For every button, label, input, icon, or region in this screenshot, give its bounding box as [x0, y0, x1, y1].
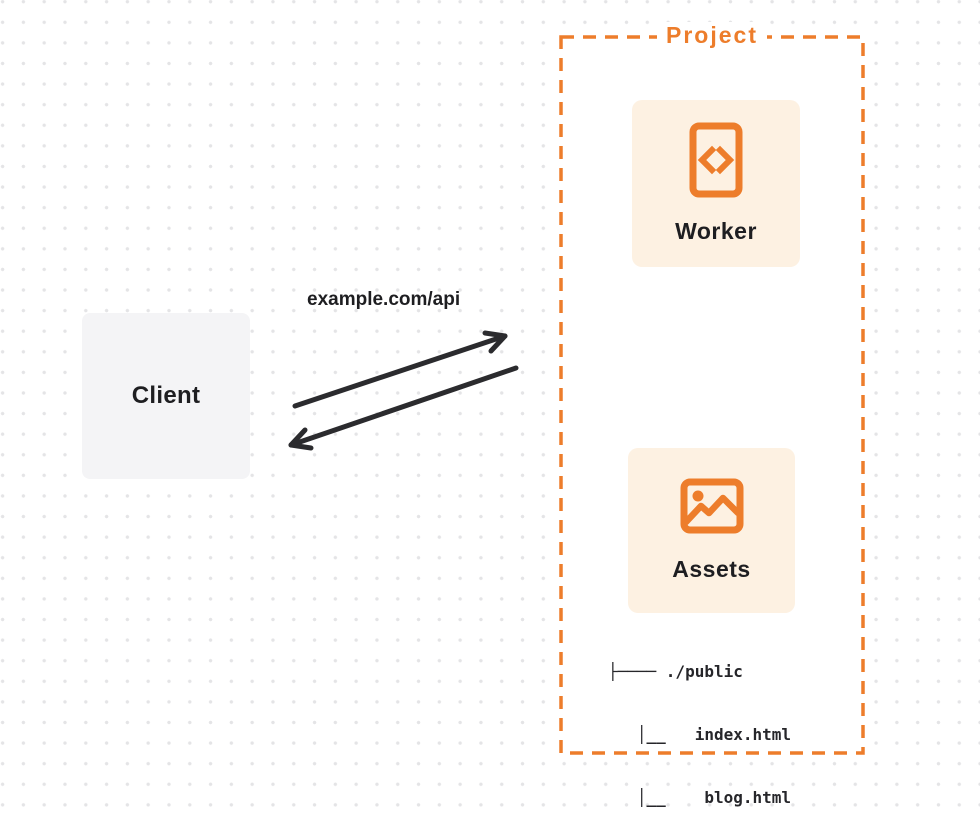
- image-icon: [680, 478, 743, 534]
- project-label-wrap: Project: [559, 20, 865, 54]
- assets-label: Assets: [672, 556, 751, 582]
- file-tree: ├──── ./public │__ index.html │__ blog.h…: [608, 619, 791, 818]
- project-label: Project: [657, 22, 767, 48]
- file-tree-line: │__ blog.html: [608, 788, 792, 807]
- code-file-icon: [689, 122, 743, 198]
- request-arrow-icon: [292, 330, 508, 409]
- client-label: Client: [131, 382, 201, 409]
- worker-node: Worker: [632, 100, 800, 267]
- file-tree-line: ├──── ./public: [608, 662, 743, 681]
- client-node: Client: [82, 313, 250, 479]
- request-url-label: example.com/api: [307, 289, 461, 310]
- worker-label: Worker: [675, 218, 757, 244]
- response-arrow-icon: [288, 365, 519, 451]
- assets-node: Assets: [628, 448, 795, 613]
- file-tree-line: │__ index.html: [608, 725, 792, 744]
